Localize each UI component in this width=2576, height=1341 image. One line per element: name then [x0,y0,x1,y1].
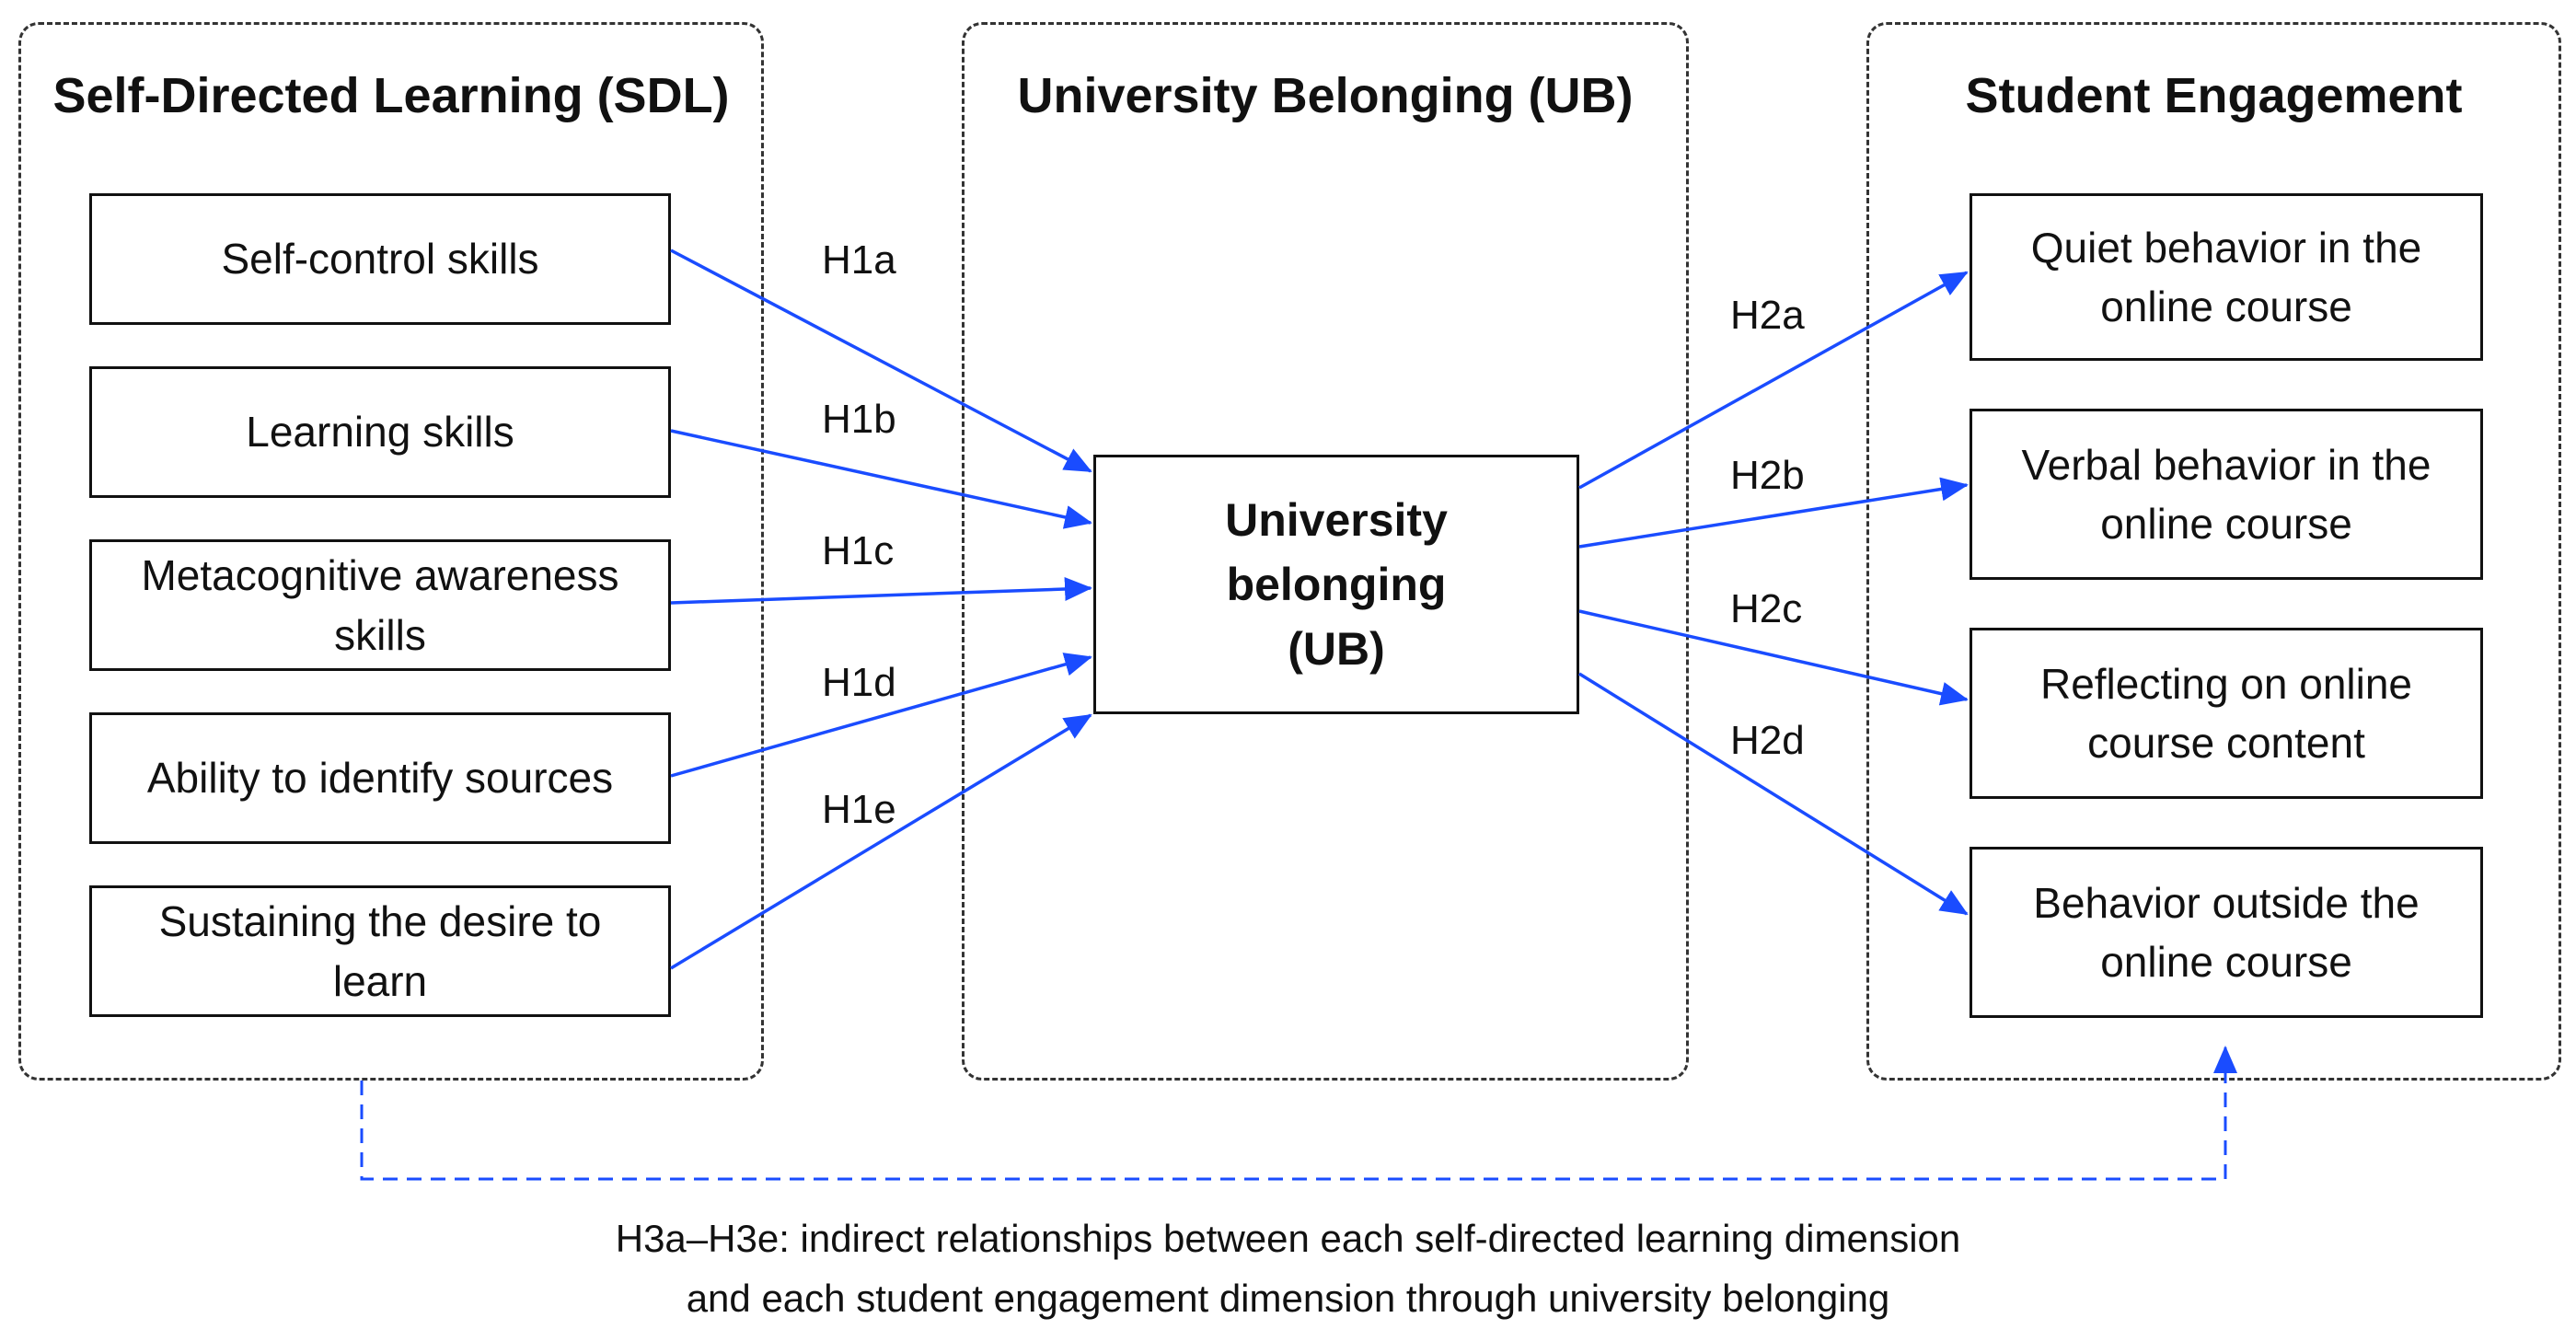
se-box-verbal-line1: Verbal behavior in the [2021,440,2432,489]
h3-caption: H3a–H3e: indirect relationships between … [0,1208,2576,1328]
ub-box-line1: University belonging [1225,494,1448,610]
h3-caption-line2: and each student engagement dimension th… [686,1277,1890,1321]
ub-group-title: University Belonging (UB) [1017,68,1634,123]
sdl-box-sustaining-desire: Sustaining the desire to learn [89,885,671,1017]
h3-caption-line1: H3a–H3e: indirect relationships between … [615,1217,1961,1260]
se-box-verbal: Verbal behavior in the online course [1970,409,2483,580]
sdl-box-identify-sources: Ability to identify sources [89,712,671,844]
ub-box-line2: (UB) [1288,623,1385,675]
sdl-box-self-control: Self-control skills [89,193,671,325]
sdl-box-learning-skills: Learning skills [89,366,671,498]
se-group-title: Student Engagement [1965,68,2463,123]
se-box-outside: Behavior outside the online course [1970,847,2483,1018]
sdl-box-metacognitive: Metacognitive awareness skills [89,539,671,671]
se-box-verbal-line2: online course [2100,500,2352,548]
se-box-quiet-line2: online course [2100,283,2352,330]
se-box-quiet-line1: Quiet behavior in the [2030,223,2422,272]
label-h1e: H1e [822,787,896,832]
se-box-outside-line1: Behavior outside the [2033,878,2420,927]
se-box-outside-line2: online course [2100,938,2352,986]
ub-box: University belonging (UB) [1093,455,1579,714]
se-group: Student Engagement [1866,22,2561,1081]
label-h2d: H2d [1730,718,1805,763]
se-box-reflecting-line2: course content [2087,719,2365,767]
label-h1b: H1b [822,397,896,442]
se-box-reflecting: Reflecting on online course content [1970,628,2483,799]
label-h1d: H1d [822,660,896,705]
label-h1a: H1a [822,237,896,283]
label-h2a: H2a [1730,293,1805,338]
sdl-group-title: Self-Directed Learning (SDL) [52,68,730,123]
label-h2c: H2c [1730,586,1803,631]
se-box-reflecting-line1: Reflecting on online [2039,659,2413,708]
se-box-quiet: Quiet behavior in the online course [1970,193,2483,361]
label-h1c: H1c [822,528,895,573]
label-h2b: H2b [1730,453,1805,498]
